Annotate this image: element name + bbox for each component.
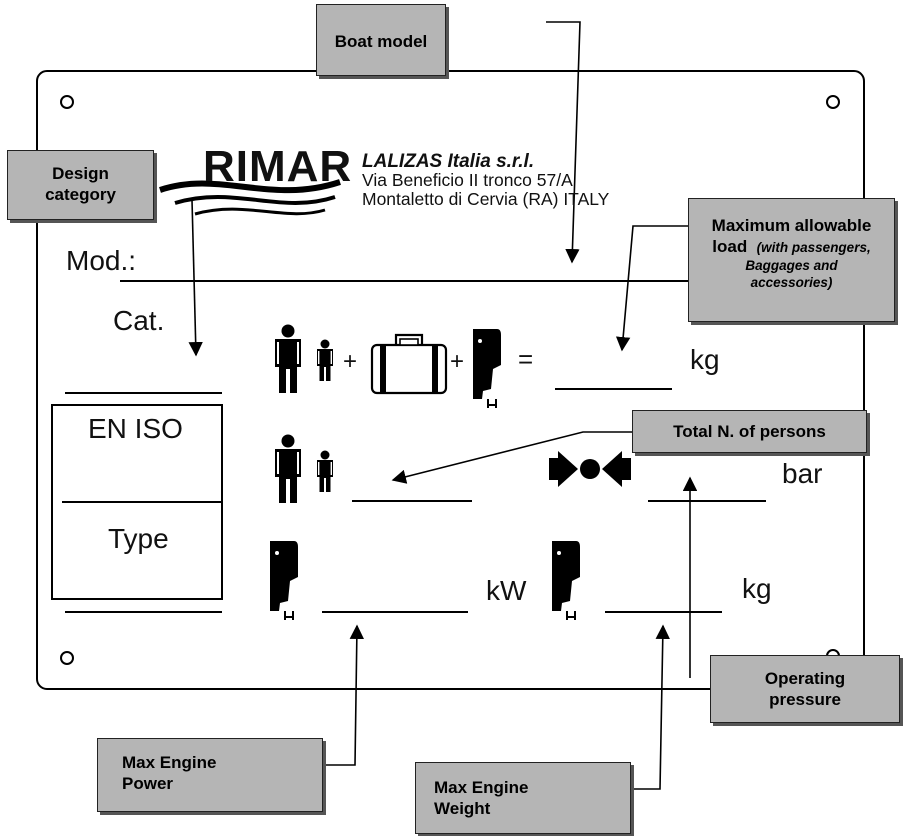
max-engine-weight-line1: Max Engine xyxy=(434,778,529,797)
max-load-line2-row: load (with passengers, xyxy=(689,236,894,257)
max-load-line1: Maximum allowable xyxy=(711,216,872,235)
max-engine-weight-line2: Weight xyxy=(434,799,491,818)
max-load-unit: kg xyxy=(690,344,720,375)
max-load-callout: Maximum allowable load (with passengers,… xyxy=(688,198,895,322)
category-label: Cat. xyxy=(113,305,165,336)
boat-model-callout: Boat model xyxy=(316,4,446,76)
standard-label: EN ISO xyxy=(88,413,183,444)
pressure-valve-icon xyxy=(549,451,631,487)
max-engine-weight-callout: Max Engine Weight xyxy=(415,762,631,834)
operating-pressure-line2: pressure xyxy=(769,690,841,709)
max-load-note3: accessories) xyxy=(750,275,833,290)
callout-arrows xyxy=(188,21,698,790)
brand-logo: RIMAR xyxy=(203,142,353,191)
plate-lines xyxy=(65,280,766,613)
pressure-unit: bar xyxy=(782,458,823,489)
power-unit: kW xyxy=(486,575,527,606)
max-load-line2: load xyxy=(712,237,748,256)
operating-pressure-callout: Operating pressure xyxy=(710,655,900,723)
total-persons-text: Total N. of persons xyxy=(673,422,826,441)
operating-pressure-line1: Operating xyxy=(764,669,846,688)
mounting-hole-icon xyxy=(60,95,840,665)
max-load-note1: (with passengers, xyxy=(756,240,871,255)
plus-sign: + xyxy=(450,348,465,375)
company-address: LALIZAS Italia s.r.l. Via Beneficio II t… xyxy=(362,152,609,209)
logo-waves xyxy=(159,179,341,216)
max-engine-power-line1: Max Engine xyxy=(122,753,217,772)
design-category-line2: category xyxy=(45,185,116,204)
address-line-1: Via Beneficio II tronco 57/A xyxy=(362,170,573,190)
engine-weight-unit: kg xyxy=(742,573,772,604)
address-line-2: Montaletto di Cervia (RA) ITALY xyxy=(362,189,610,209)
company-name: LALIZAS Italia s.r.l. xyxy=(362,151,535,172)
design-category-callout: Design category xyxy=(7,150,154,220)
total-persons-callout: Total N. of persons xyxy=(632,410,867,453)
equals-sign: = xyxy=(518,344,534,374)
type-label: Type xyxy=(108,523,169,554)
plus-sign: + xyxy=(343,348,358,375)
max-engine-power-line2: Power xyxy=(122,774,174,793)
boat-model-callout-text: Boat model xyxy=(334,32,428,51)
max-engine-power-callout: Max Engine Power xyxy=(97,738,323,812)
model-label: Mod.: xyxy=(66,245,137,276)
max-load-note2: Baggages and xyxy=(745,258,838,273)
design-category-line1: Design xyxy=(52,164,109,183)
